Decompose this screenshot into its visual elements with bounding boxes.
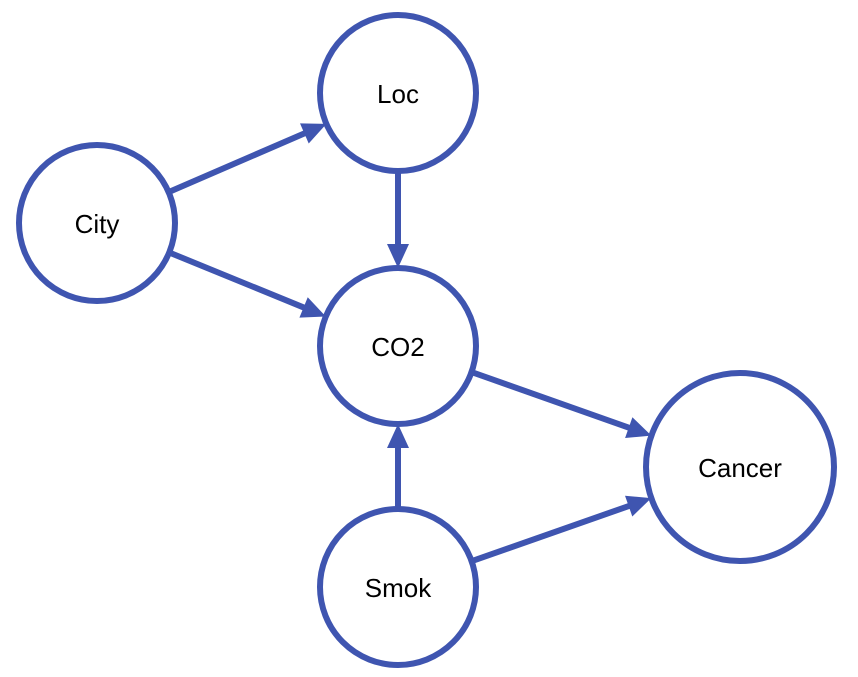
edge-city-to-loc xyxy=(167,123,327,195)
edges xyxy=(167,123,652,565)
node-loc: Loc xyxy=(317,12,479,174)
edge-smok-to-cancer xyxy=(470,495,652,565)
arrowhead-icon xyxy=(625,495,652,517)
edge-line xyxy=(470,502,632,565)
edge-line xyxy=(168,249,307,311)
node-smok-label: Smok xyxy=(365,573,432,603)
node-smok-circle xyxy=(317,506,479,668)
node-loc-circle xyxy=(317,12,479,174)
node-co2: CO2 xyxy=(317,265,479,427)
node-city-label: City xyxy=(75,209,120,239)
edge-smok-to-co2 xyxy=(387,424,409,509)
arrowhead-icon xyxy=(299,297,326,318)
node-city: City xyxy=(16,142,178,304)
arrowhead-icon xyxy=(387,244,409,268)
node-smok: Smok xyxy=(317,506,479,668)
arrowhead-icon xyxy=(625,417,652,439)
node-cancer-label: Cancer xyxy=(698,453,782,483)
node-cancer-circle xyxy=(643,370,837,564)
node-co2-label: CO2 xyxy=(371,332,424,362)
node-co2-circle xyxy=(317,265,479,427)
edge-line xyxy=(167,129,308,195)
edge-loc-to-co2 xyxy=(387,171,409,268)
node-cancer: Cancer xyxy=(643,370,837,564)
nodes: City Loc CO2 Smok Cancer xyxy=(16,12,837,668)
arrowhead-icon xyxy=(299,123,327,144)
node-city-circle xyxy=(16,142,178,304)
arrowhead-icon xyxy=(387,424,409,448)
node-loc-label: Loc xyxy=(377,79,419,109)
edge-line xyxy=(470,369,632,432)
edge-city-to-co2 xyxy=(168,249,326,318)
edge-co2-to-cancer xyxy=(470,369,652,439)
